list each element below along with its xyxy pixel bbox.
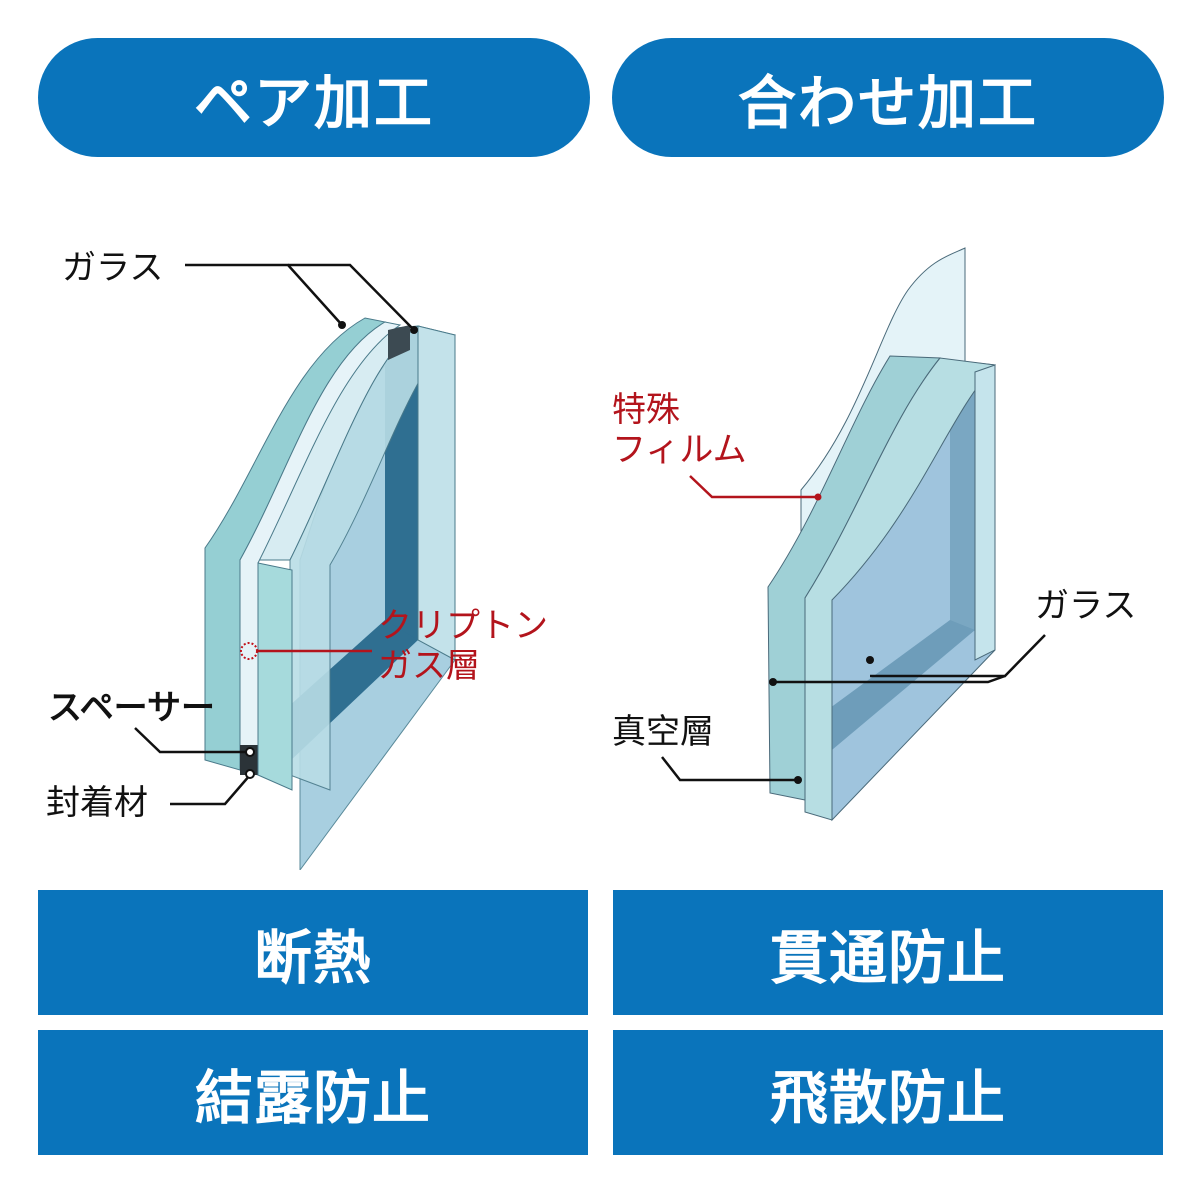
header-right-label: 合わせ加工 — [737, 68, 1038, 137]
header-laminated-processing: 合わせ加工 — [612, 38, 1164, 157]
header-left-label: ペア加工 — [193, 68, 434, 137]
label-krypton-gas-line1: クリプトン — [378, 606, 548, 646]
glass-diagrams — [134, 247, 1046, 870]
laminated-glass-illustration — [661, 247, 1046, 822]
label-spacer: スペーサー — [48, 688, 215, 728]
header-pair-processing: ペア加工 — [38, 38, 590, 157]
feature-penetration-prevention: 貫通防止 — [613, 890, 1163, 1015]
feature-insulation-label: 断熱 — [253, 923, 372, 992]
label-special-film-line1: 特殊 — [612, 390, 680, 430]
label-vacuum-layer: 真空層 — [612, 712, 714, 752]
feature-insulation: 断熱 — [38, 890, 588, 1015]
label-glass-left: ガラス — [62, 248, 164, 288]
feature-shatter-prevention: 飛散防止 — [613, 1030, 1163, 1155]
label-special-film-line2: フィルム — [612, 430, 747, 470]
label-krypton-gas-line2: ガス層 — [378, 646, 480, 686]
feature-penetration-prevention-label: 貫通防止 — [769, 923, 1006, 992]
label-sealant: 封着材 — [46, 783, 148, 823]
feature-shatter-prevention-label: 飛散防止 — [769, 1063, 1006, 1132]
pair-glass-illustration — [134, 263, 457, 870]
feature-condensation-prevention-label: 結露防止 — [194, 1063, 431, 1132]
label-glass-right: ガラス — [1035, 586, 1137, 626]
feature-condensation-prevention: 結露防止 — [38, 1030, 588, 1155]
